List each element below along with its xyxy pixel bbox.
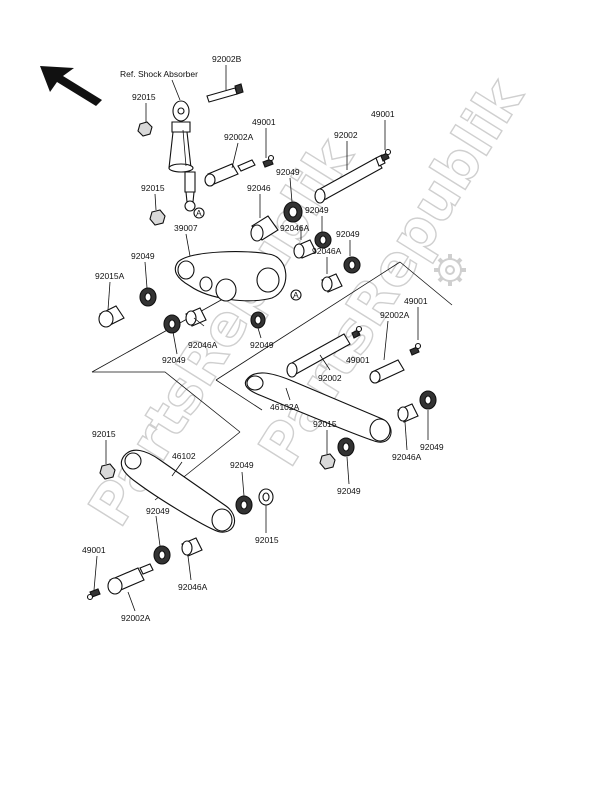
bushing-92046a-d [397,403,419,423]
nut-92015-left [99,463,116,480]
nut-92015-top [137,121,153,137]
nut-92015-right [319,453,336,470]
nut-92015a [98,305,125,328]
seal-92049-e [163,314,181,334]
label-92002a: 92002A [121,613,151,623]
label-39007: 39007 [174,223,198,233]
nut-92015-mid [149,209,166,226]
label-49001: 49001 [346,355,370,365]
label-92002b: 92002B [212,54,242,64]
label-92049: 92049 [146,506,170,516]
bushing-92046a-a [293,239,317,259]
label-92015: 92015 [92,429,116,439]
link-39007 [174,251,287,302]
seal-92049-g [419,390,437,410]
label-92046a: 92046A [392,452,422,462]
label-49001: 49001 [252,117,276,127]
part-labels: Ref. Shock Absorber 92002B 92015 49001 9… [82,54,444,623]
gear-icon [434,254,466,286]
label-92046a: 92046A [188,340,218,350]
svg-text:A: A [196,208,202,218]
leader-lines [93,65,429,612]
seal-92049-b [314,231,332,249]
label-92002: 92002 [334,130,358,140]
label-92002a: 92002A [380,310,410,320]
label-92049: 92049 [336,229,360,239]
pin-92002a-bottom [107,563,154,595]
reference-marker-a-1: A [193,207,205,219]
label-46102: 46102 [172,451,196,461]
label-92049: 92049 [420,442,444,452]
label-92046a: 92046A [178,582,208,592]
bushing-92046a-e [181,537,203,557]
label-92015: 92015 [141,183,165,193]
label-49001: 49001 [404,296,428,306]
seal-92049-c [343,256,361,274]
label-49001: 49001 [82,545,106,555]
nut-92015-bottom [258,488,274,506]
reference-marker-a-2: A [290,289,302,301]
label-92046a: 92046A [280,223,310,233]
label-92049: 92049 [230,460,254,470]
rod-46102 [120,449,236,533]
label-92049: 92049 [337,486,361,496]
grease-nipple-49001-b [380,148,392,162]
pin-92002a-lower [369,359,405,384]
label-92049: 92049 [131,251,155,261]
label-92049: 92049 [162,355,186,365]
label-92015: 92015 [255,535,279,545]
pin-92002a-upper [204,159,256,187]
bushing-92046a-b [321,273,343,293]
label-92049: 92049 [276,167,300,177]
label-92002a: 92002A [224,132,254,142]
grease-nipple-49001-d [409,342,422,356]
seal-92049-h [337,437,355,457]
front-arrow-icon [40,66,102,106]
bushing-92046 [250,215,279,242]
bushing-92046a-c [185,307,207,327]
bolt-92002b [206,83,244,103]
seal-92049-j [153,545,171,565]
seal-92049-a [283,201,303,223]
seal-92049-d [139,287,157,307]
svg-text:A: A [293,290,299,300]
label-92015: 92015 [132,92,156,102]
grease-nipple-49001-a [262,154,275,168]
label-46102a: 46102A [270,402,300,412]
label-92049: 92049 [250,340,274,350]
shock-absorber [168,100,196,212]
label-92002: 92002 [318,373,342,383]
label-49001: 49001 [371,109,395,119]
label-92049: 92049 [305,205,329,215]
pin-92002-lower [286,333,351,378]
label-ref-shock-absorber: Ref. Shock Absorber [120,69,198,79]
label-92046a: 92046A [312,246,342,256]
rod-46102a [244,372,392,443]
label-92015: 92015 [313,419,337,429]
grease-nipple-49001-e [86,588,101,601]
label-92015a: 92015A [95,271,125,281]
label-92046: 92046 [247,183,271,193]
seal-92049-i [235,495,253,515]
pin-92002-upper [314,154,386,204]
seal-92049-f [250,311,266,329]
